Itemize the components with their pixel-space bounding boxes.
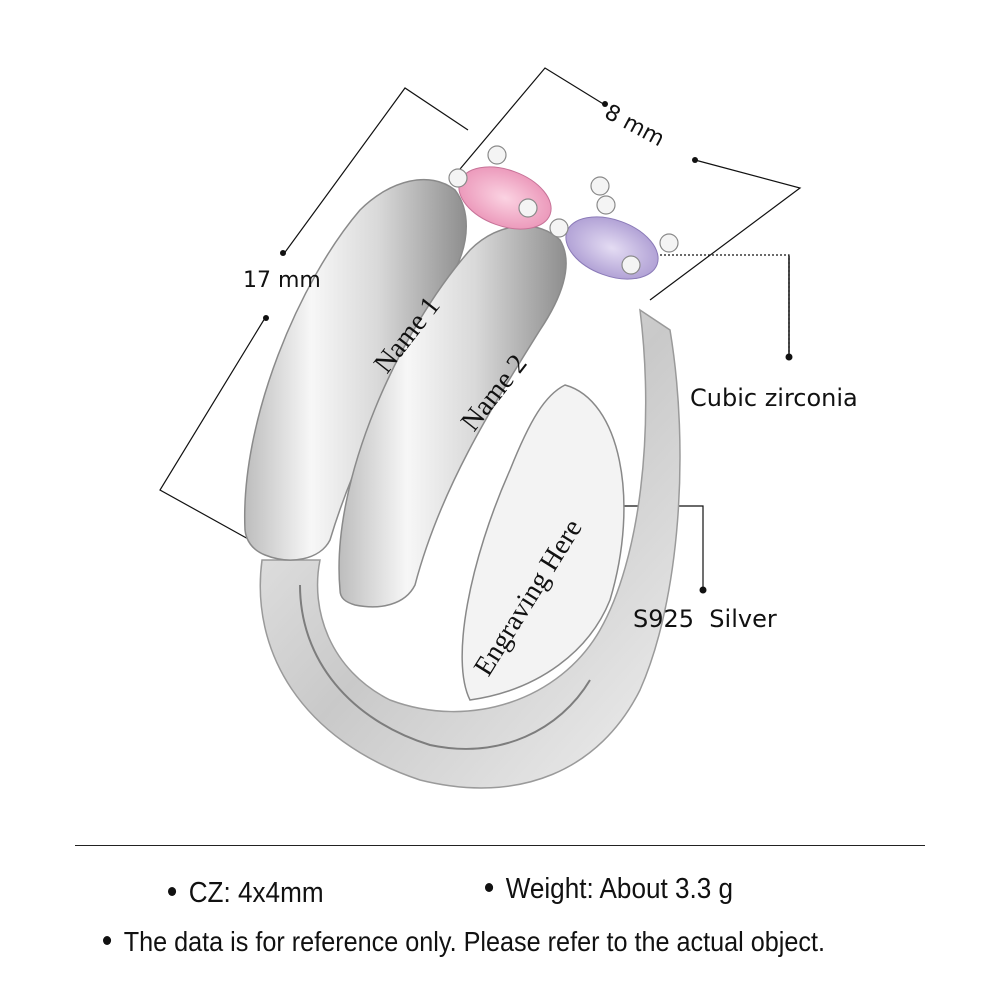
spec-weight: Weight: About 3.3 g [485,873,733,906]
spec-cz-text: CZ: 4x4mm [188,877,324,909]
section-divider [75,845,925,846]
metal-callout-label: S925 Silver [633,605,777,633]
spec-note-text: The data is for reference only. Please r… [123,926,826,957]
height-dimension-label: 17 mm [243,268,321,293]
bullet-icon [103,936,112,946]
spec-cz: CZ: 4x4mm [168,877,324,910]
spec-note: The data is for reference only. Please r… [103,926,825,958]
spec-weight-text: Weight: About 3.3 g [505,873,734,905]
bullet-icon [485,882,494,892]
bullet-icon [168,886,177,896]
stone-callout-label: Cubic zirconia [690,384,858,412]
dimension-lines [159,67,802,541]
